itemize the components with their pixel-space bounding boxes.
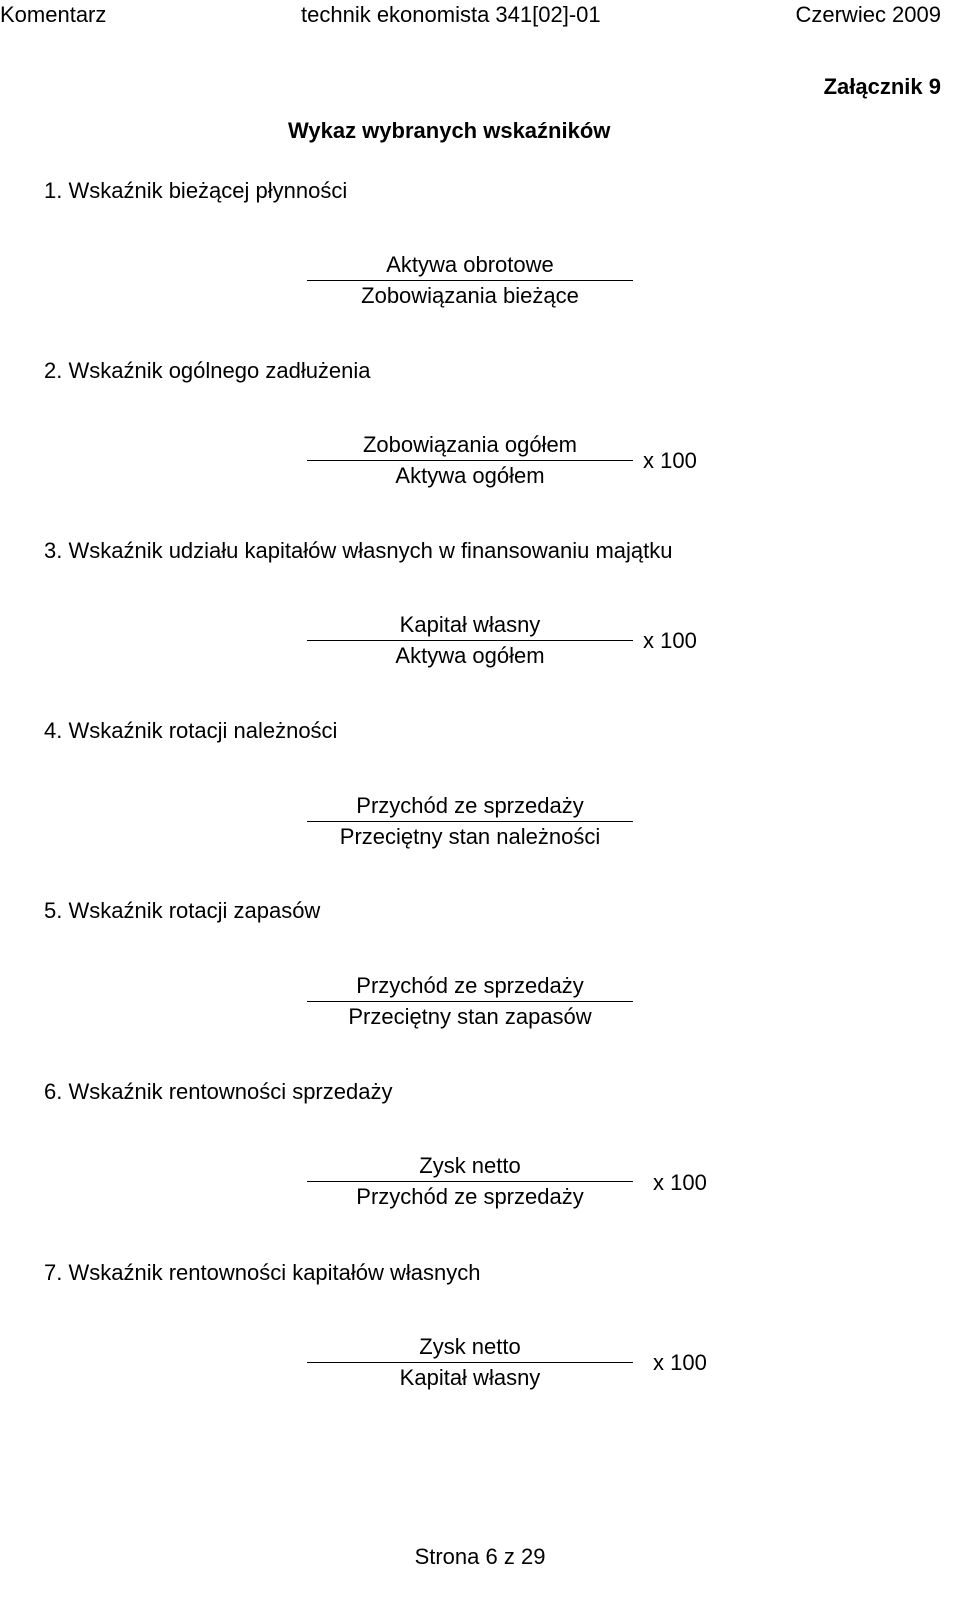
header-left: Komentarz <box>0 2 107 27</box>
indicator-3-label: 3. Wskaźnik udziału kapitałów własnych w… <box>44 538 673 563</box>
fraction-bar <box>307 640 633 641</box>
indicator-1-numerator: Aktywa obrotowe <box>386 252 554 277</box>
indicator-5-denominator: Przeciętny stan zapasów <box>348 1004 592 1029</box>
indicator-3-numerator: Kapitał własny <box>399 612 541 637</box>
page-title: Wykaz wybranych wskaźników <box>288 118 611 143</box>
fraction-bar <box>307 1001 633 1002</box>
indicator-7-denominator: Kapitał własny <box>399 1365 541 1390</box>
fraction-bar <box>307 280 633 281</box>
indicator-2-label: 2. Wskaźnik ogólnego zadłużenia <box>44 358 371 383</box>
indicator-5-formula: Przychód ze sprzedaży Przeciętny stan za… <box>307 971 633 1032</box>
indicator-5-numerator: Przychód ze sprzedaży <box>356 973 584 998</box>
indicator-7-label: 7. Wskaźnik rentowności kapitałów własny… <box>44 1260 481 1285</box>
header-center: technik ekonomista 341[02]-01 <box>301 2 601 27</box>
indicator-1-formula: Aktywa obrotowe Zobowiązania bieżące <box>307 250 633 311</box>
page-footer: Strona 6 z 29 <box>414 1544 546 1569</box>
indicator-2-multiplier: x 100 <box>643 448 697 473</box>
indicator-7-numerator: Zysk netto <box>419 1334 521 1359</box>
indicator-4-denominator: Przeciętny stan należności <box>339 824 601 849</box>
indicator-1-denominator: Zobowiązania bieżące <box>361 283 579 308</box>
fraction-bar <box>307 1181 633 1182</box>
indicator-7-multiplier: x 100 <box>653 1350 707 1375</box>
indicator-4-formula: Przychód ze sprzedaży Przeciętny stan na… <box>307 791 633 852</box>
indicator-2-denominator: Aktywa ogółem <box>395 463 545 488</box>
indicator-6-formula: Zysk netto Przychód ze sprzedaży <box>307 1151 633 1212</box>
indicator-2-formula: Zobowiązania ogółem Aktywa ogółem <box>307 430 633 491</box>
indicator-6-denominator: Przychód ze sprzedaży <box>356 1184 584 1209</box>
indicator-6-multiplier: x 100 <box>653 1170 707 1195</box>
fraction-bar <box>307 821 633 822</box>
fraction-bar <box>307 1362 633 1363</box>
indicator-6-label: 6. Wskaźnik rentowności sprzedaży <box>44 1079 393 1104</box>
header-right: Czerwiec 2009 <box>795 2 941 27</box>
annex-label: Załącznik 9 <box>823 74 941 99</box>
indicator-6-numerator: Zysk netto <box>419 1153 521 1178</box>
indicator-5-label: 5. Wskaźnik rotacji zapasów <box>44 898 321 923</box>
indicator-2-numerator: Zobowiązania ogółem <box>362 432 578 457</box>
indicator-3-formula: Kapitał własny Aktywa ogółem <box>307 610 633 671</box>
indicator-1-label: 1. Wskaźnik bieżącej płynności <box>44 178 348 203</box>
indicator-7-formula: Zysk netto Kapitał własny <box>307 1332 633 1393</box>
indicator-4-numerator: Przychód ze sprzedaży <box>356 793 584 818</box>
fraction-bar <box>307 460 633 461</box>
indicator-4-label: 4. Wskaźnik rotacji należności <box>44 718 338 743</box>
indicator-3-multiplier: x 100 <box>643 628 697 653</box>
indicator-3-denominator: Aktywa ogółem <box>395 643 545 668</box>
